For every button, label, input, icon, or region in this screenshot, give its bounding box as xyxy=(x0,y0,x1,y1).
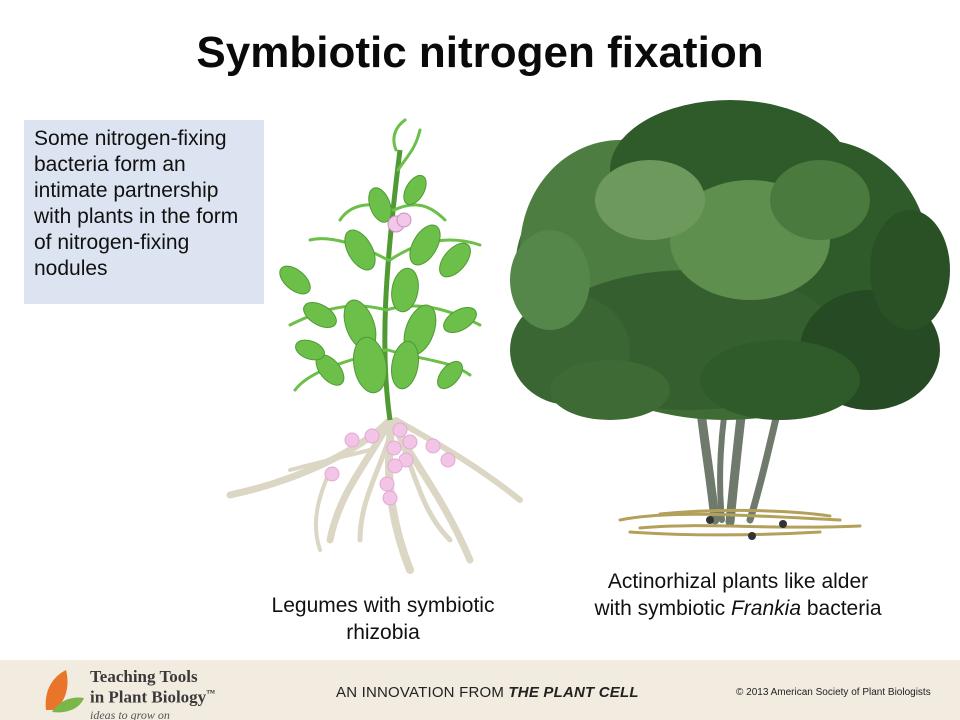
legume-caption: Legumes with symbiotic rhizobia xyxy=(238,592,528,646)
footer-brand: Teaching Tools in Plant Biology™ ideas t… xyxy=(90,668,215,720)
brand-line1: Teaching Tools xyxy=(90,667,198,686)
legume-flower xyxy=(387,212,412,233)
ground-litter xyxy=(618,508,862,537)
brand-trademark: ™ xyxy=(206,688,216,698)
footer-copyright: © 2013 American Society of Plant Biologi… xyxy=(736,687,931,698)
alder-canopy xyxy=(510,100,950,420)
teaching-tools-leaf-icon xyxy=(45,670,84,713)
legume-stem xyxy=(382,149,403,421)
slide-title: Symbiotic nitrogen fixation xyxy=(196,28,764,77)
brand-line2-text: in Plant Biology xyxy=(90,687,207,707)
alder-caption-line1: Actinorhizal plants like alder xyxy=(607,570,869,593)
root-nodules-alder xyxy=(706,516,787,540)
footer-bar: Teaching Tools in Plant Biology™ ideas t… xyxy=(0,660,960,720)
legume-leaves xyxy=(279,174,477,394)
info-box: Some nitrogen-fixing bacteria form an in… xyxy=(24,120,264,304)
legume-caption-line1: Legumes with symbiotic xyxy=(271,594,495,617)
alder-caption: Actinorhizal plants like alder with symb… xyxy=(560,568,916,622)
brand-line2: in Plant Biology™ xyxy=(90,685,215,706)
alder-caption-line2: with symbiotic Frankia bacteria xyxy=(560,595,916,622)
alder-caption-frankia: Frankia xyxy=(730,597,801,620)
innovation-prefix: AN INNOVATION FROM xyxy=(336,684,509,701)
alder-tree-illustration xyxy=(510,100,950,540)
root-nodules xyxy=(324,422,456,506)
brand-tagline: ideas to grow on xyxy=(90,707,170,720)
legume-caption-line2: rhizobia xyxy=(346,621,420,644)
innovation-journal: THE PLANT CELL xyxy=(508,684,639,701)
legume-plant-illustration xyxy=(226,118,523,574)
alder-caption-prefix: with symbiotic xyxy=(594,597,731,620)
alder-caption-suffix: bacteria xyxy=(801,597,882,620)
footer-innovation: AN INNOVATION FROM THE PLANT CELL xyxy=(336,684,639,701)
